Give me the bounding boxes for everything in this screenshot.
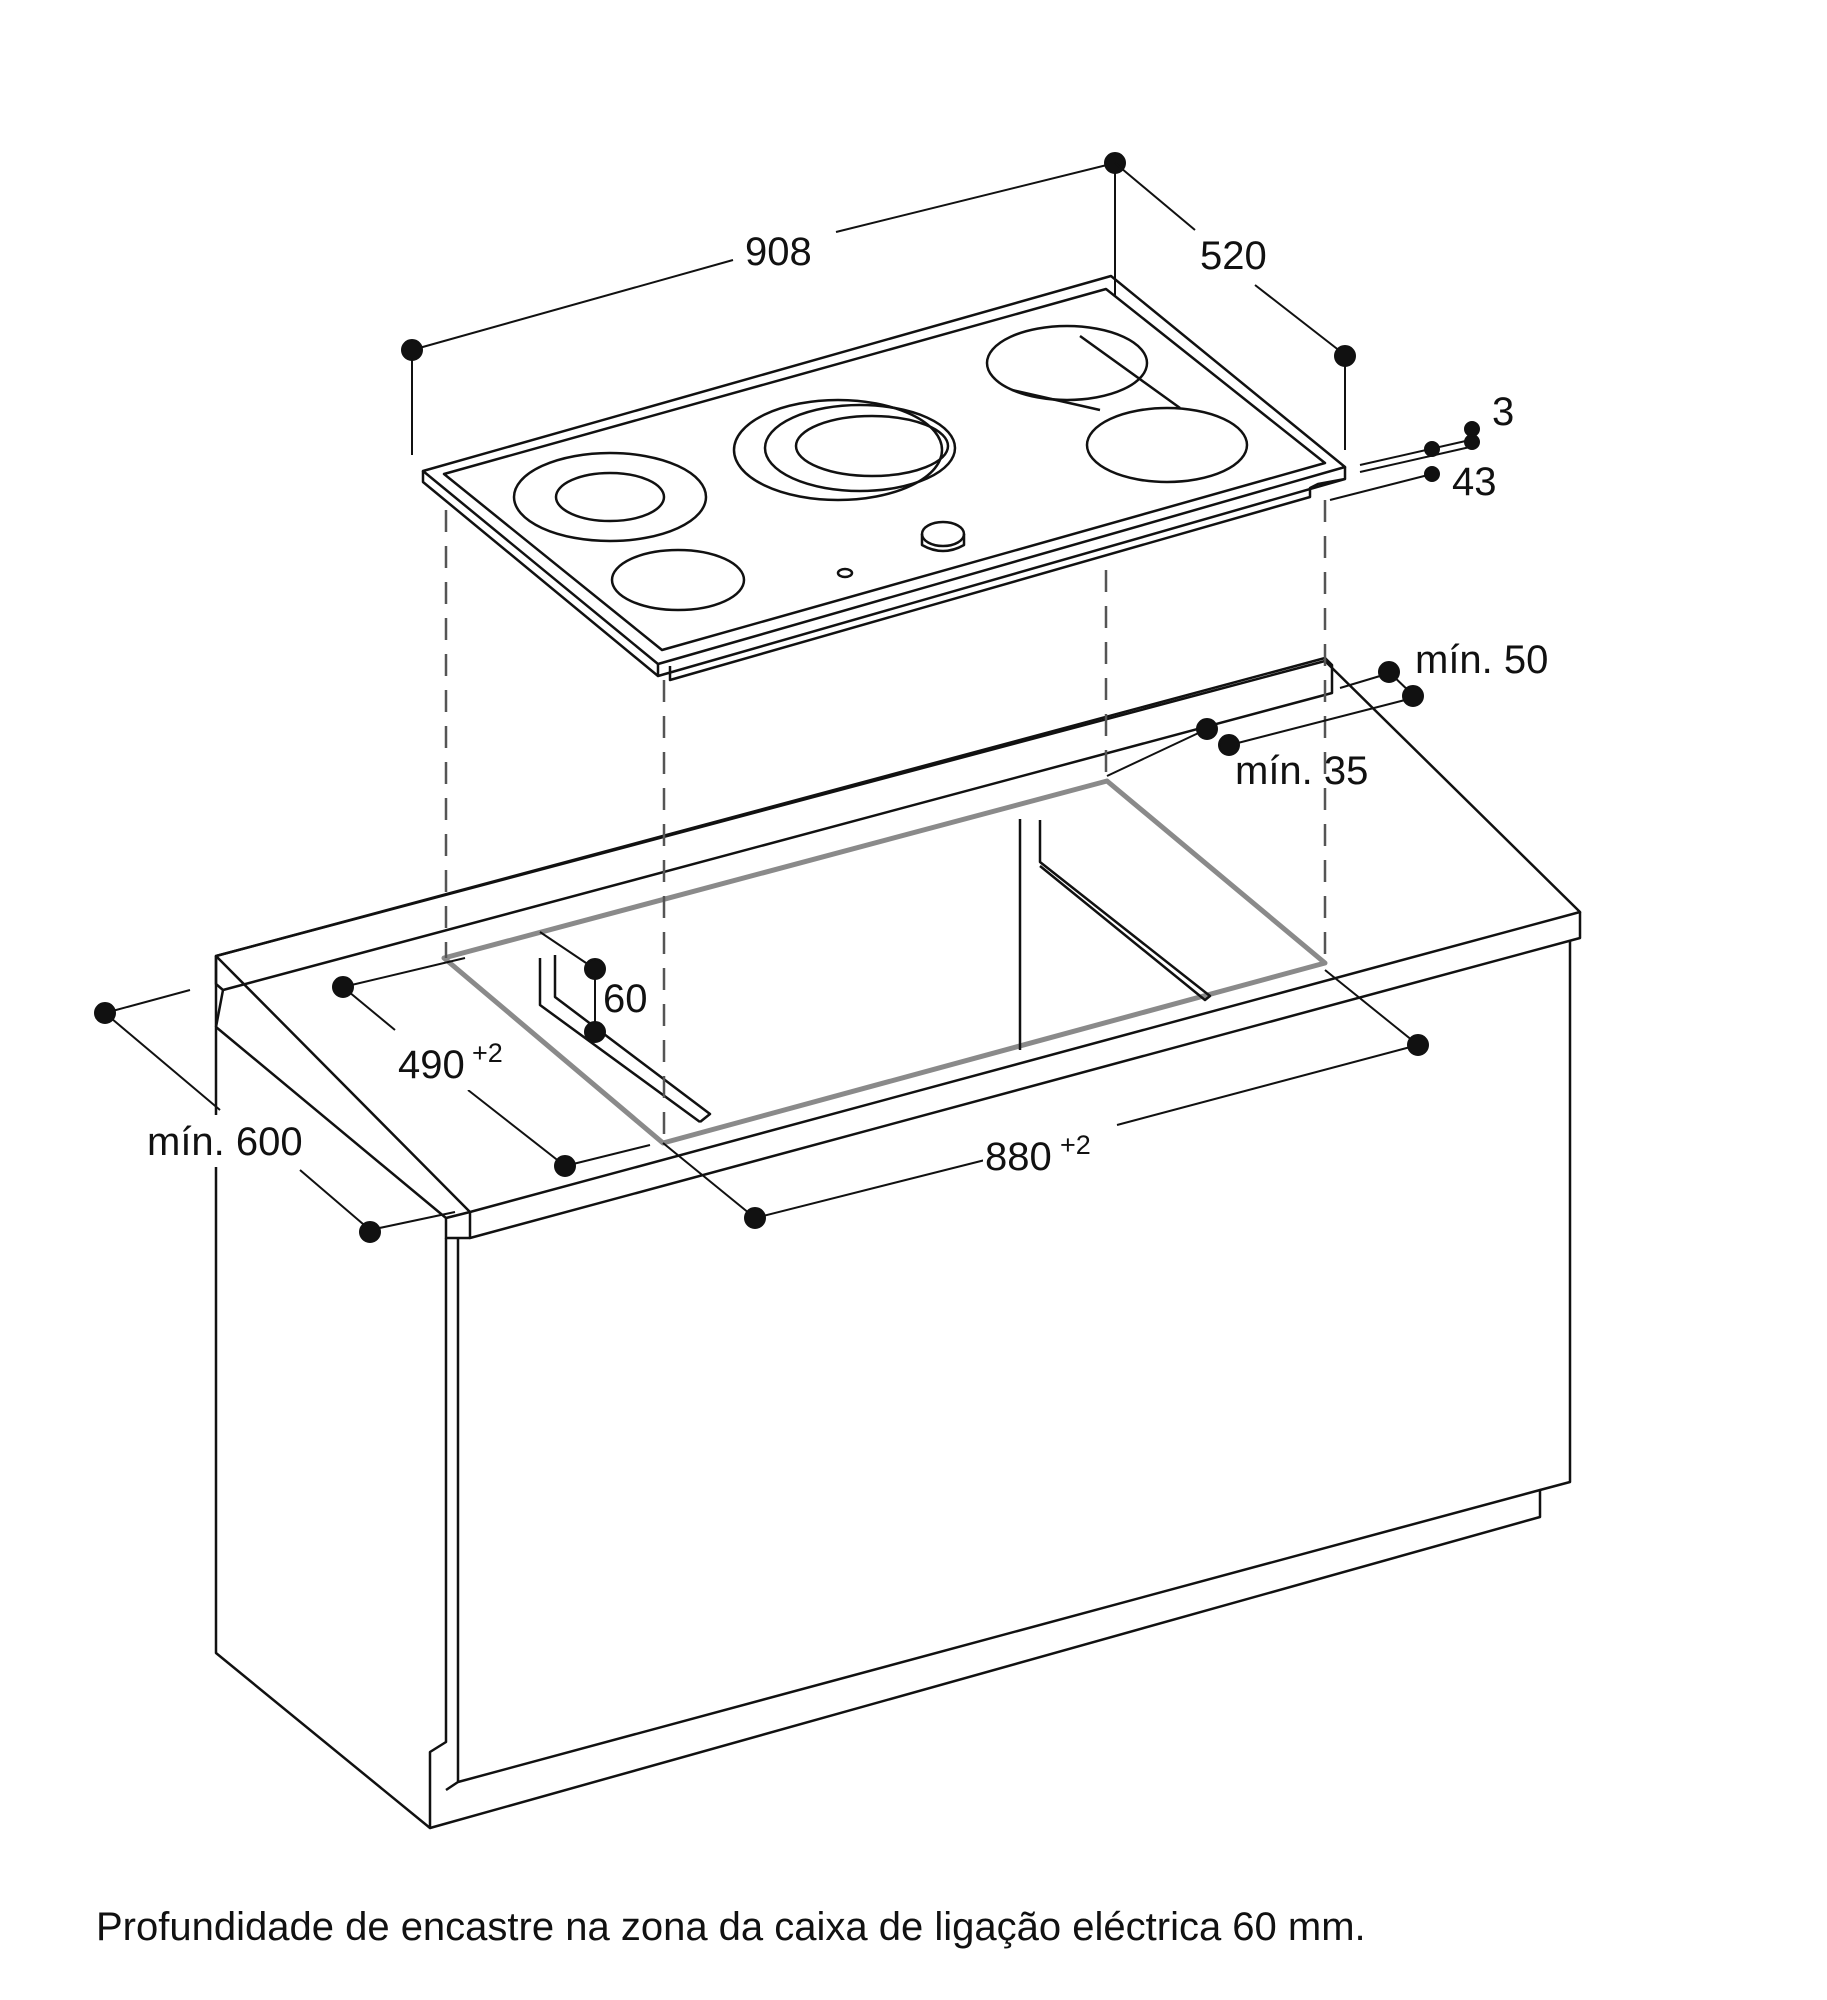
cooking-zone-front-left-inner: [554, 471, 666, 523]
dim-point: [1464, 434, 1480, 450]
projection-lines: [444, 500, 1327, 1143]
cooktop-side-edge: [421, 467, 1347, 682]
cooking-zone-centre-outer: [732, 398, 944, 502]
dim-point: [1218, 734, 1240, 756]
label-hob-width: 908: [745, 230, 812, 274]
cabinet-right-side: [1539, 940, 1572, 1492]
label-hob-height: 43: [1452, 460, 1497, 504]
label-cutout-width-tolerance: +2: [1060, 1130, 1091, 1160]
label-glass-thickness: 3: [1492, 390, 1514, 434]
dim-point: [401, 339, 423, 361]
cooking-zone-bridge: [1011, 334, 1181, 412]
label-box-depth: 60: [603, 977, 648, 1021]
cabinet-front: [429, 1238, 1542, 1830]
dim-point: [1464, 421, 1480, 437]
cooking-zone-right-front: [1085, 406, 1249, 484]
dim-point: [1334, 345, 1356, 367]
label-min-back: mín. 50: [1415, 638, 1548, 682]
cabinet: [214, 656, 1582, 1830]
label-cutout-depth: 490: [398, 1043, 465, 1087]
cooking-zone-centre-inner: [794, 414, 950, 478]
dimension-lines: [94, 152, 1480, 1243]
dim-point: [744, 1207, 766, 1229]
cooktop-glass-inner: [442, 287, 1327, 652]
dim-point: [94, 1002, 116, 1024]
label-min-right: mín. 35: [1235, 749, 1368, 793]
dim-point: [1424, 441, 1440, 457]
dim-point: [554, 1155, 576, 1177]
label-cutout-width: 880: [985, 1135, 1052, 1179]
dim-point: [584, 958, 606, 980]
cabinet-left-side: [214, 1027, 448, 1830]
dim-point: [359, 1221, 381, 1243]
dim-point: [1196, 718, 1218, 740]
cooking-zone-front-left-outer: [512, 451, 708, 543]
caption: Profundidade de encastre na zona da caix…: [96, 1905, 1366, 1949]
cooktop: [421, 274, 1347, 682]
control-knob-side: [920, 534, 966, 553]
worktop-cutout: [441, 778, 1328, 1146]
dimension-labels: 908 520 3 43 mín. 50 mín. 35 60 490 +2 8…: [140, 225, 1548, 1182]
dim-point: [1402, 685, 1424, 707]
cooking-zone-centre-middle: [763, 403, 957, 493]
control-knob-icon: [920, 520, 966, 548]
sensor-dot-icon: [836, 567, 854, 579]
dim-point: [1407, 1034, 1429, 1056]
cooking-zone-right-rear: [985, 324, 1149, 402]
label-counter-depth: mín. 600: [147, 1120, 303, 1164]
label-hob-depth: 520: [1200, 234, 1267, 278]
dim-point: [1424, 466, 1440, 482]
cutout-inner-walls: [538, 819, 1212, 1124]
dim-point: [1378, 661, 1400, 683]
label-cutout-depth-tolerance: +2: [472, 1038, 503, 1068]
dim-point: [584, 1021, 606, 1043]
dim-point: [332, 976, 354, 998]
cooktop-top-outline: [421, 274, 1347, 666]
cooking-zone-rear-left: [610, 548, 746, 612]
